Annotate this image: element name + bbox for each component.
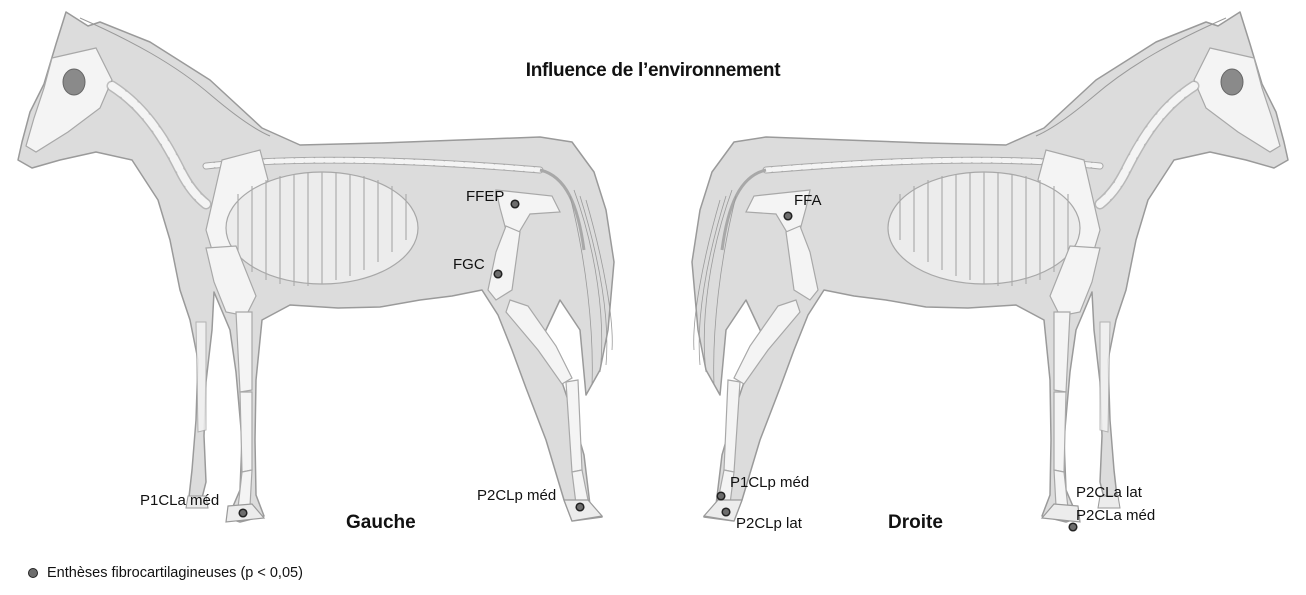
label-p2cla-lat: P2CLa lat <box>1076 485 1142 500</box>
left-horse <box>18 12 614 522</box>
point-p2clp-lat <box>722 508 730 516</box>
point-p2clp-med <box>576 503 584 511</box>
legend: Enthèses fibrocartilagineuses (p < 0,05) <box>28 565 303 581</box>
point-ffep <box>511 200 519 208</box>
label-p2clp-med: P2CLp méd <box>477 488 556 503</box>
point-ffa <box>784 212 792 220</box>
label-p2clp-lat: P2CLp lat <box>736 516 802 531</box>
label-ffep: FFEP <box>466 189 504 204</box>
point-p1clp-med <box>717 492 725 500</box>
label-ffa: FFA <box>794 193 822 208</box>
point-fgc <box>494 270 502 278</box>
diagram-title: Influence de l’environnement <box>0 60 1306 82</box>
point-p1cla-med <box>239 509 247 517</box>
label-p1clp-med: P1CLp méd <box>730 475 809 490</box>
side-label-right: Droite <box>888 512 943 534</box>
point-p2cla <box>1069 523 1077 531</box>
side-label-left: Gauche <box>346 512 416 534</box>
label-p2cla-med: P2CLa méd <box>1076 508 1155 523</box>
legend-marker-icon <box>28 568 38 578</box>
label-fgc: FGC <box>453 257 485 272</box>
right-horse <box>692 12 1288 522</box>
legend-text: Enthèses fibrocartilagineuses (p < 0,05) <box>47 565 303 581</box>
label-p1cla-med: P1CLa méd <box>140 493 219 508</box>
